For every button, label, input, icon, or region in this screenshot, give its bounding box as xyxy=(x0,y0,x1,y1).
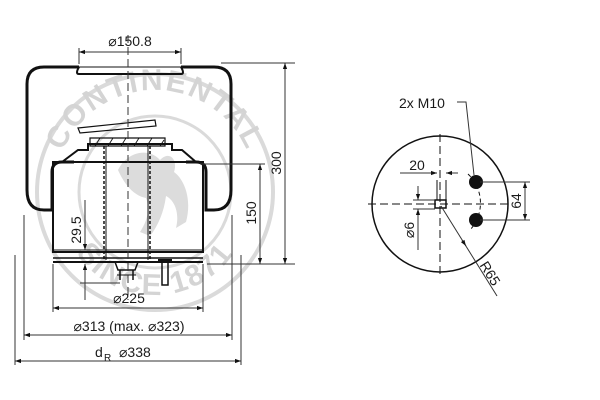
horse-icon xyxy=(118,152,189,236)
label-bolts: 2x M10 xyxy=(399,95,445,111)
side-view xyxy=(25,35,233,300)
dr-subscript: R xyxy=(104,353,111,364)
dr-value: ⌀338 xyxy=(119,344,151,360)
bellow-outline xyxy=(25,65,79,212)
dim-bolt-pitch: 64 xyxy=(508,193,524,209)
air-inlet xyxy=(434,199,447,209)
dr-label: d xyxy=(95,344,103,360)
dim-radius: R65 xyxy=(477,258,504,288)
side-dimensions xyxy=(14,48,295,365)
bolt-hole-bottom xyxy=(469,213,483,227)
top-view xyxy=(368,134,512,275)
dim-dr-diameter: d R ⌀338 xyxy=(95,344,151,364)
bump-stop xyxy=(89,137,166,147)
dim-piston-diameter: ⌀225 xyxy=(113,290,145,306)
dim-top-plate-diameter: ⌀150.8 xyxy=(108,33,152,49)
bolt-hole-top xyxy=(469,175,483,189)
dim-bolt-offset: 20 xyxy=(409,157,425,173)
dim-height-piston: 150 xyxy=(243,201,259,225)
dim-offset-height: 29.5 xyxy=(68,216,84,243)
dim-air-inlet: ⌀6 xyxy=(401,222,417,238)
watermark-top-text: CONTINENTAL xyxy=(39,64,270,155)
dim-height-total: 300 xyxy=(268,151,284,175)
dim-bellow-diameter: ⌀313 (max. ⌀323) xyxy=(73,318,184,334)
top-dimensions xyxy=(400,101,530,297)
continental-watermark: CONTINENTAL SINCE 1871 xyxy=(35,64,275,312)
